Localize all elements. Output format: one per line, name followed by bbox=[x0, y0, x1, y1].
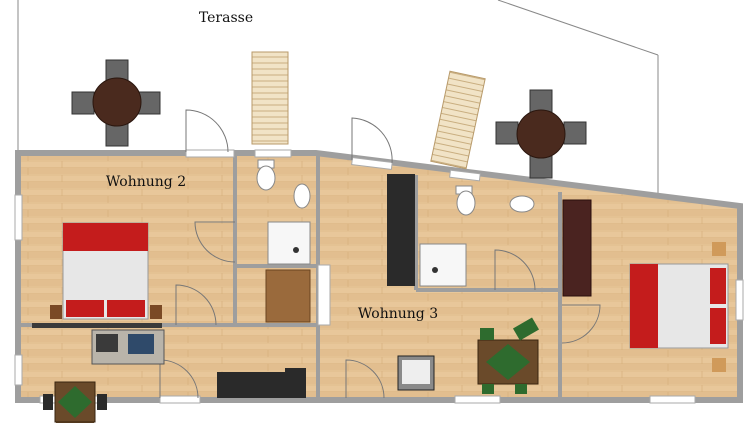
terrace-table-right bbox=[495, 89, 587, 179]
sofa-wohnung-2 bbox=[32, 323, 165, 365]
bed-wohnung-2 bbox=[50, 222, 162, 320]
sun-lounger-left bbox=[251, 51, 289, 145]
terrace-label: Terasse bbox=[199, 10, 253, 26]
dining-table-wohnung-2 bbox=[43, 381, 107, 423]
bathroom-wohnung-2 bbox=[256, 159, 311, 323]
kitchen-wohnung-3 bbox=[387, 174, 415, 286]
dining-table-wohnung-3 bbox=[477, 317, 540, 394]
terrace-table-left bbox=[71, 59, 161, 147]
apartment-3-label: Wohnung 3 bbox=[358, 306, 438, 322]
wardrobe-wohnung-3 bbox=[562, 199, 592, 297]
terrace-outline bbox=[17, 0, 659, 200]
apartment-2-label: Wohnung 2 bbox=[106, 174, 186, 190]
bathroom-wohnung-3 bbox=[419, 185, 535, 287]
bed-wohnung-3 bbox=[629, 242, 729, 372]
armchair-wohnung-3 bbox=[397, 355, 435, 391]
sun-lounger-right bbox=[430, 70, 486, 170]
kitchen-wohnung-2 bbox=[217, 368, 306, 398]
